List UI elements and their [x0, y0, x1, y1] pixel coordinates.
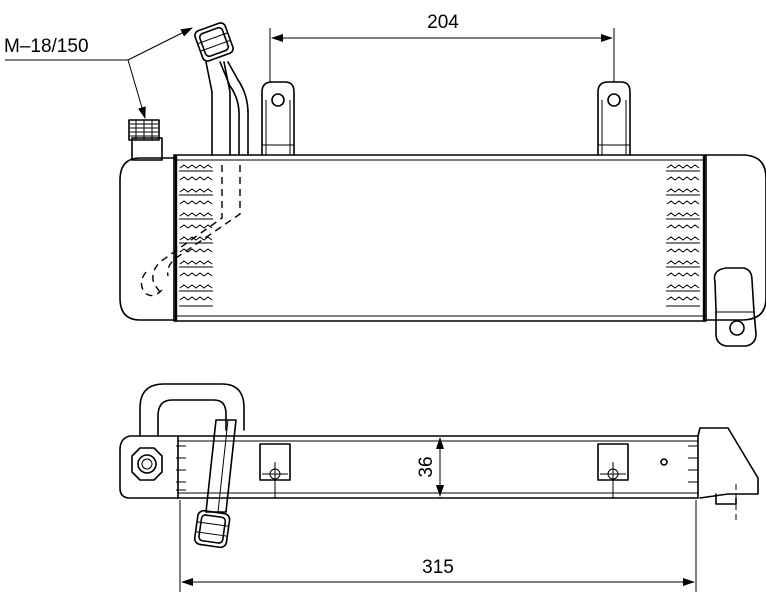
mounting-bracket-right: [597, 81, 631, 156]
side-view-nut: [131, 447, 163, 481]
inlet-pipe: [140, 22, 249, 297]
side-right-tank: [697, 427, 759, 499]
side-body: [177, 435, 699, 499]
fins-right: [666, 164, 700, 307]
dimension-bracket-spacing: 204: [269, 12, 615, 82]
side-small-hole: [660, 458, 668, 466]
side-bracket-right: [597, 443, 629, 498]
right-end-tank: [705, 154, 766, 321]
side-ticks-right: [688, 445, 698, 483]
dimension-height: 36: [416, 437, 444, 497]
side-ticks-left: [176, 445, 186, 491]
side-return-pipe: [139, 383, 245, 437]
cooler-core: [173, 154, 707, 322]
side-left-flange: [119, 435, 179, 499]
mounting-bracket-left: [261, 81, 295, 156]
threaded-port: [128, 119, 163, 161]
side-view: 36 315: [119, 383, 759, 592]
side-bracket-left: [259, 443, 291, 498]
dimension-length: 315: [179, 500, 697, 592]
fins-left: [179, 164, 213, 307]
side-connector-pipe: [193, 419, 237, 549]
front-view: 204 M–18/150: [4, 12, 766, 347]
dim-bracket-spacing-label: 204: [427, 12, 459, 33]
left-end-tank: [119, 157, 177, 321]
thread-spec-label: M–18/150: [4, 36, 89, 57]
dim-length-label: 315: [422, 557, 454, 578]
thread-callout: M–18/150: [4, 27, 193, 119]
outlet-bracket: [713, 267, 757, 347]
dim-height-label: 36: [416, 456, 437, 477]
